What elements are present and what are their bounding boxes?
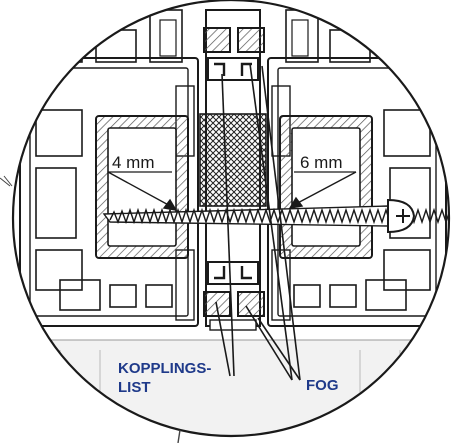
dim-left-leader xyxy=(107,171,178,211)
coupling-strip-label-line1: KOPPLINGS- xyxy=(118,360,211,377)
right-steel-reinforcement xyxy=(279,115,373,259)
dim-right-label: 6 mm xyxy=(300,153,343,172)
coupling-strip xyxy=(199,9,267,331)
dim-right-leader xyxy=(288,171,357,209)
coupling-strip-label-line2: LIST xyxy=(118,379,151,396)
coupling-callout-lines xyxy=(215,73,235,377)
edge-mark-left xyxy=(0,175,13,187)
screw-icon xyxy=(102,198,449,234)
phillips-screw-head-icon xyxy=(387,198,416,234)
detail-circle-outline xyxy=(11,0,451,438)
joint-callout-lines xyxy=(245,63,301,381)
dim-left-label: 4 mm xyxy=(112,153,155,172)
joint-label: FOG xyxy=(306,377,339,394)
pointer-tail xyxy=(177,429,181,444)
left-steel-reinforcement xyxy=(95,115,189,259)
